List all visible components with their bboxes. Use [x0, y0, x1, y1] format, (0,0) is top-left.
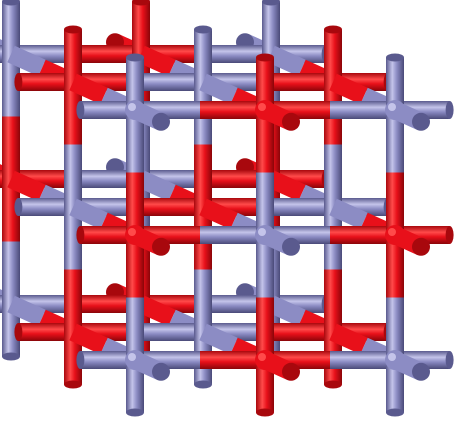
blue-rod-cap [76, 101, 84, 119]
red-atom-highlight [258, 353, 266, 361]
blue-rod-cap [412, 113, 430, 131]
red-atom-joint [385, 225, 405, 245]
blue-bond-rod [194, 30, 212, 83]
red-rod-cap [282, 113, 300, 131]
lattice-rods [0, 0, 454, 417]
blue-bond-rod [324, 145, 342, 208]
blue-atom-joint [385, 100, 405, 120]
red-rod-cap [256, 409, 274, 417]
blue-rod-cap [386, 409, 404, 417]
blue-rod-cap [386, 54, 404, 62]
red-atom-highlight [388, 228, 396, 236]
red-rod-cap [282, 363, 300, 381]
blue-atom-highlight [128, 103, 136, 111]
blue-rod-cap [446, 351, 454, 369]
blue-rod-cap [126, 54, 144, 62]
blue-rod-cap [194, 26, 212, 34]
blue-atom-highlight [128, 353, 136, 361]
red-rod-cap [412, 238, 430, 256]
blue-rod-cap [152, 363, 170, 381]
blue-rod-cap [446, 101, 454, 119]
blue-rod-cap [282, 238, 300, 256]
red-rod-cap [152, 238, 170, 256]
red-bond-rod [132, 2, 150, 55]
blue-bond-rod [2, 2, 20, 55]
blue-atom-highlight [258, 228, 266, 236]
red-bond-rod [64, 30, 82, 83]
red-rod-cap [64, 26, 82, 34]
blue-rod-cap [76, 351, 84, 369]
blue-atom-joint [125, 350, 145, 370]
blue-rod-cap [194, 381, 212, 389]
blue-bond-rod [138, 323, 203, 341]
blue-bond-rod [268, 198, 333, 216]
blue-atom-joint [385, 350, 405, 370]
red-bond-rod [268, 323, 333, 341]
red-rod-cap [76, 226, 84, 244]
red-atom-highlight [258, 103, 266, 111]
blue-rod-cap [14, 198, 22, 216]
red-bond-rod [268, 73, 333, 91]
red-rod-cap [446, 226, 454, 244]
red-bond-rod [324, 270, 342, 333]
red-rod-cap [64, 381, 82, 389]
red-rod-cap [14, 323, 22, 341]
red-rod-cap [14, 73, 22, 91]
red-atom-joint [255, 350, 275, 370]
blue-rod-cap [152, 113, 170, 131]
red-atom-joint [255, 100, 275, 120]
blue-atom-joint [125, 100, 145, 120]
red-rod-cap [256, 54, 274, 62]
blue-rod-cap [2, 353, 20, 361]
red-atom-joint [125, 225, 145, 245]
blue-bond-rod [138, 73, 203, 91]
red-bond-rod [194, 145, 212, 208]
blue-atom-highlight [388, 103, 396, 111]
blue-rod-cap [412, 363, 430, 381]
red-bond-rod [64, 270, 82, 333]
red-bond-rod [324, 30, 342, 83]
red-bond-rod [2, 117, 20, 180]
blue-atom-highlight [388, 353, 396, 361]
red-rod-cap [324, 26, 342, 34]
red-bond-rod [138, 198, 203, 216]
blue-bond-rod [194, 270, 212, 333]
blue-rod-cap [126, 409, 144, 417]
blue-bond-rod [64, 145, 82, 208]
blue-bond-rod [262, 2, 280, 55]
red-atom-highlight [128, 228, 136, 236]
blue-bond-rod [2, 242, 20, 305]
blue-atom-joint [255, 225, 275, 245]
red-rod-cap [324, 381, 342, 389]
